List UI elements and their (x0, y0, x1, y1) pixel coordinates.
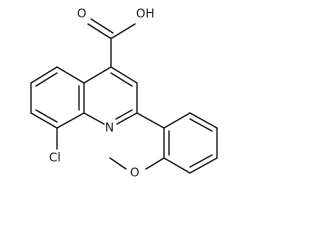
bond-c5-c6-inner (35, 72, 58, 87)
bond-c7-c8 (30, 112, 58, 129)
bond-n1-c8a (83, 112, 105, 125)
bond-c-o-double-b (90, 18, 114, 34)
bond-c2-n1-inner (115, 109, 133, 120)
bond-c7-c8-inner (35, 109, 58, 123)
carboxyl-group (87, 18, 136, 68)
carboxyl-oxygen-label: O (77, 7, 86, 21)
structure-diagram: O OH N Cl O (30, 7, 218, 180)
bond-c5p-c6p (189, 112, 218, 129)
bond-c4-c3-inner (110, 72, 133, 87)
bond-c3p-c4p (189, 157, 218, 174)
bond-c2p-c3p (163, 157, 191, 174)
pyridine-ring (83, 66, 138, 125)
bond-c4a-c5 (56, 66, 85, 84)
bond-c5p-c6p-inner (189, 118, 213, 132)
methoxy-oxygen-label: O (130, 166, 139, 180)
hydroxyl-label: OH (136, 7, 154, 21)
bond-c5-c6 (30, 66, 58, 84)
bond-o-ch3 (109, 157, 127, 170)
bond-c8-c8a (56, 112, 85, 129)
methoxyphenyl-ring (136, 112, 218, 174)
benzo-ring (30, 66, 85, 129)
bond-c-o-double-a (87, 23, 111, 39)
bond-c6p-c1p (163, 112, 191, 129)
bond-c-oh (111, 23, 136, 39)
bond-c3p-c4p-inner (189, 154, 213, 168)
bond-c2-c1p (136, 112, 165, 129)
chlorine-label: Cl (49, 151, 61, 165)
bond-c4-c3 (110, 66, 138, 84)
bond-c2-n1 (116, 112, 138, 125)
bond-c2p-o (145, 157, 165, 170)
bond-c4a-c4 (83, 66, 112, 84)
ring-nitrogen-label: N (105, 121, 114, 135)
